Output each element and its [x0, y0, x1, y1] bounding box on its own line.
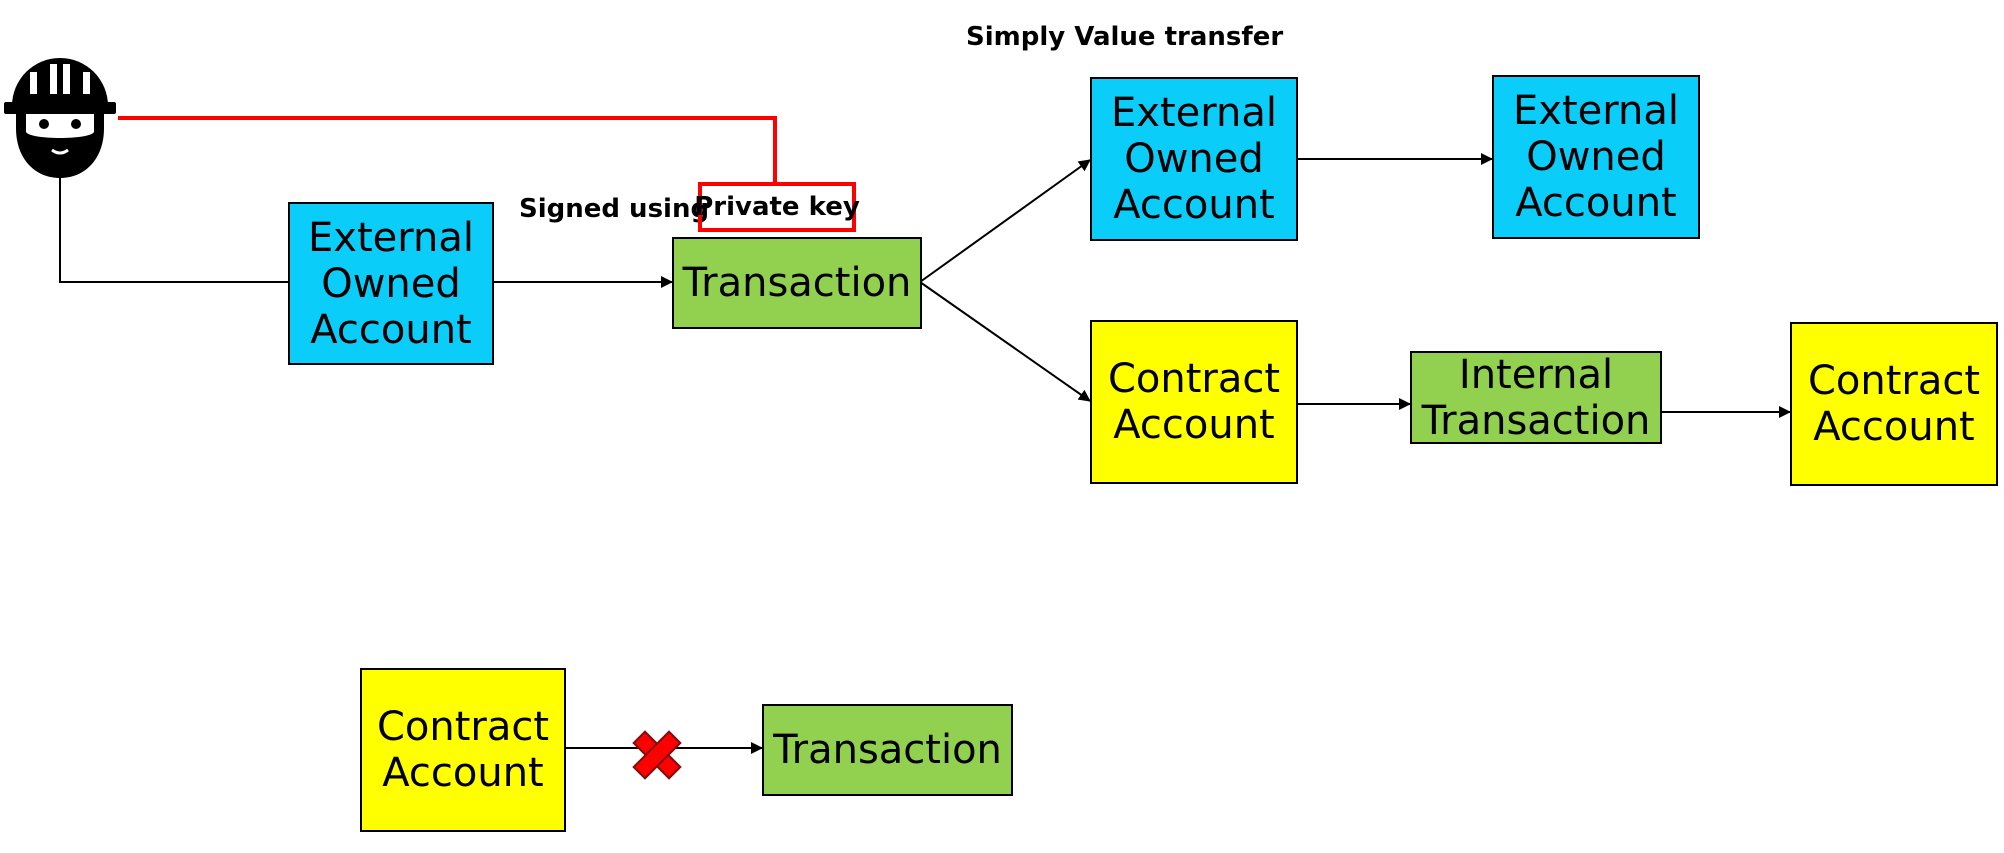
simply-value-transfer-label: Simply Value transfer [966, 22, 1284, 52]
eoa-source-node: External Owned Account [288, 202, 494, 365]
signed-using-label: Signed using [519, 194, 710, 224]
private-key-label: Private key [694, 192, 860, 222]
transaction-bottom-node: Transaction [762, 704, 1013, 796]
contract-bottom-node: Contract Account [360, 668, 566, 832]
contract-mid-node: Contract Account [1090, 320, 1298, 484]
worker-helmet-icon [4, 58, 116, 178]
internal-transaction-node: Internal Transaction [1410, 351, 1662, 444]
private-key-connector [118, 116, 777, 184]
red-x-icon [632, 730, 682, 780]
eoa-mid-node: External Owned Account [1090, 77, 1298, 241]
contract-target-node: Contract Account [1790, 322, 1998, 486]
transaction-main-node: Transaction [672, 237, 922, 329]
arrow-transaction-to-eoa [919, 159, 1091, 283]
eoa-target-node: External Owned Account [1492, 75, 1700, 239]
private-key-box: Private key [694, 182, 860, 232]
user-to-eoa-connector [59, 175, 288, 283]
arrow-transaction-to-contract [919, 281, 1091, 402]
